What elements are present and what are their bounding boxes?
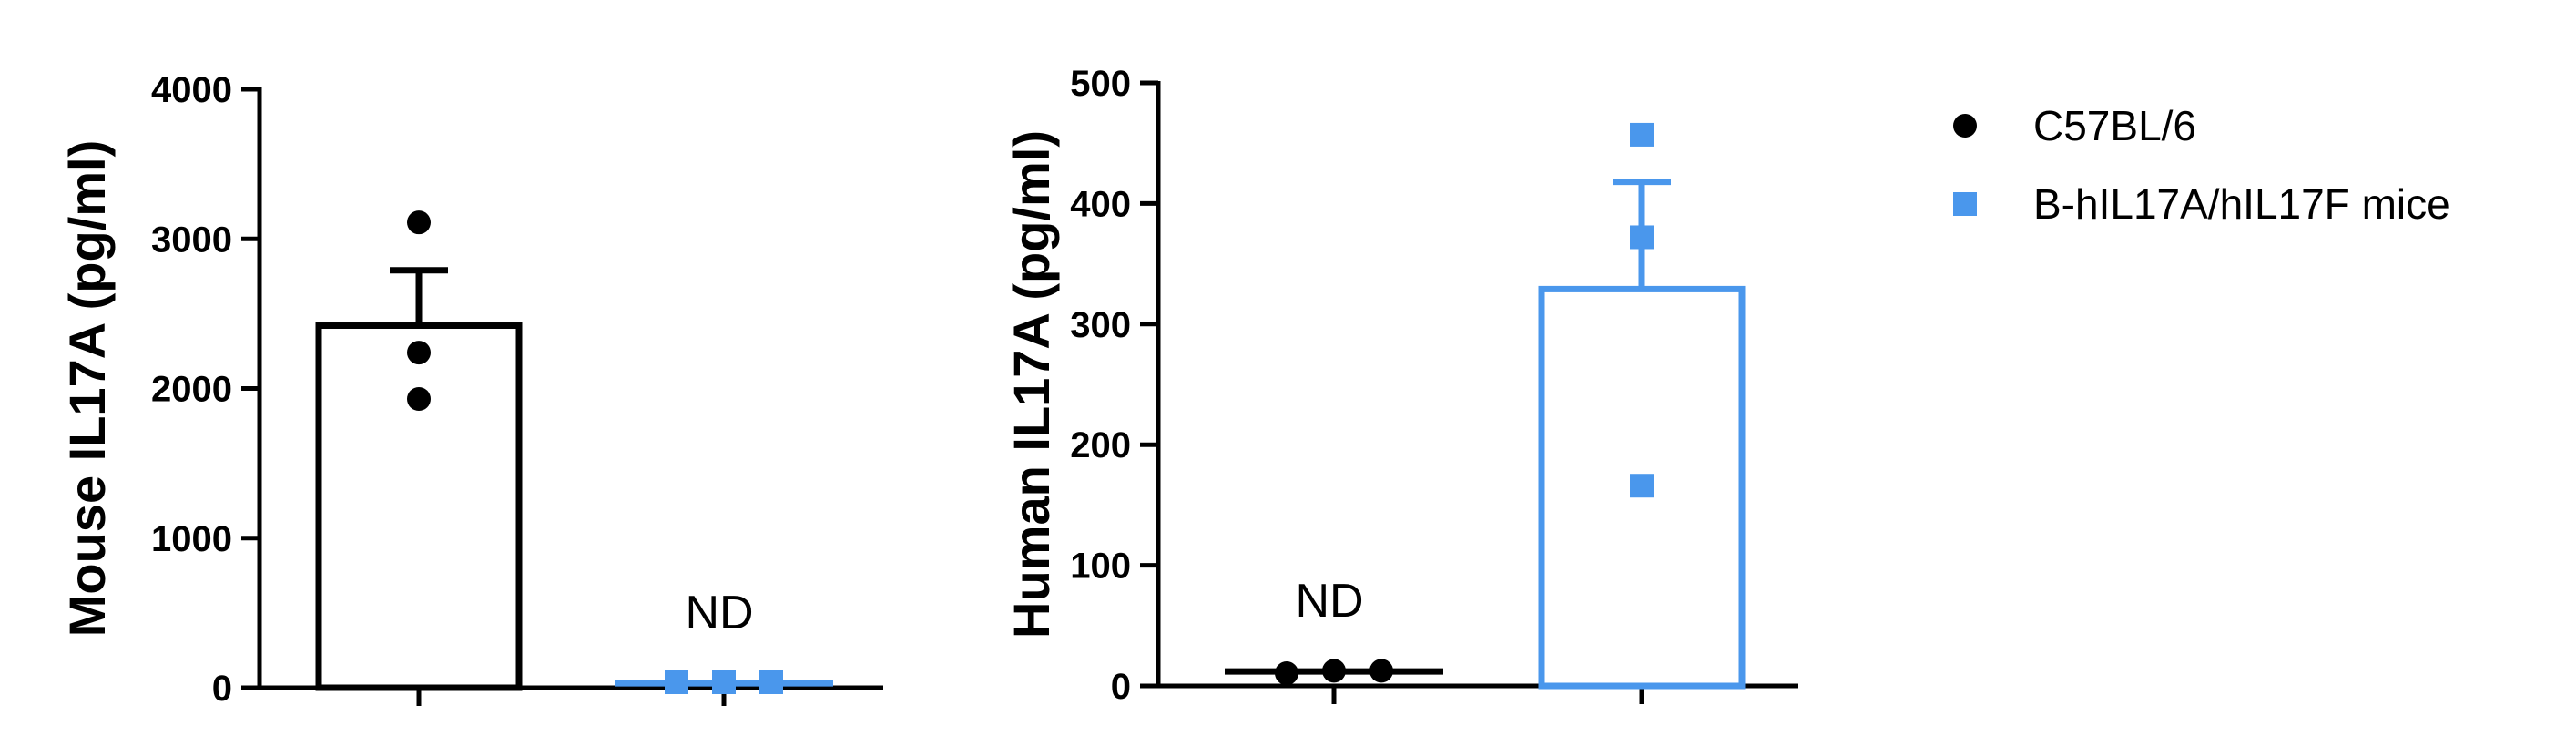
legend: C57BL/6B-hIL17A/hIL17F mice — [1953, 102, 2450, 228]
data-point — [1275, 661, 1298, 686]
y-tick-label: 1000 — [151, 519, 232, 559]
data-point — [1630, 122, 1654, 147]
data-point — [759, 670, 783, 694]
y-tick-label: 500 — [1070, 64, 1131, 104]
data-point — [407, 386, 431, 411]
legend-label: B-hIL17A/hIL17F mice — [2033, 180, 2450, 228]
y-tick-label: 300 — [1070, 305, 1131, 345]
data-point — [712, 670, 736, 694]
data-point — [407, 210, 431, 235]
y-tick-label: 200 — [1070, 425, 1131, 465]
legend-marker — [1953, 114, 1977, 138]
y-tick-label: 0 — [1111, 667, 1131, 707]
legend-label: C57BL/6 — [2033, 102, 2196, 149]
y-axis-title: Human IL17A (pg/ml) — [1003, 130, 1060, 639]
data-point — [407, 341, 431, 365]
data-point — [1322, 659, 1346, 683]
data-point — [1630, 225, 1654, 250]
y-tick-label: 4000 — [151, 70, 232, 110]
y-tick-label: 400 — [1070, 184, 1131, 224]
data-point — [1369, 659, 1393, 683]
data-point — [1630, 474, 1654, 498]
y-tick-label: 100 — [1070, 547, 1131, 587]
nd-annotation: ND — [685, 587, 753, 639]
bar — [315, 322, 523, 691]
legend-marker — [1953, 192, 1977, 216]
nd-annotation: ND — [1295, 575, 1363, 628]
y-axis-title: Mouse IL17A (pg/ml) — [58, 140, 116, 638]
data-point — [665, 670, 688, 694]
y-tick-label: 3000 — [151, 220, 232, 260]
y-tick-label: 0 — [212, 669, 232, 709]
y-tick-label: 2000 — [151, 370, 232, 410]
